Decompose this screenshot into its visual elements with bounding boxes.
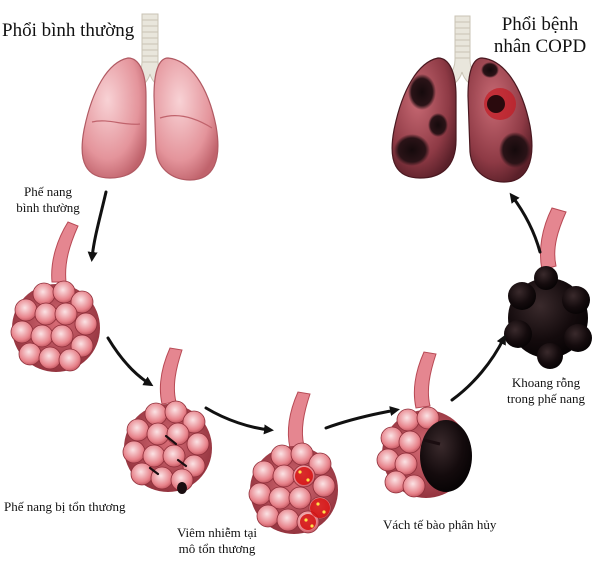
label-normal-alveolus: Phế nang bình thường xyxy=(8,184,88,216)
label-wall-breakdown: Vách tế bào phân hủy xyxy=(383,517,497,532)
alveolus-inflamed xyxy=(248,391,338,534)
right-lung-normal xyxy=(153,57,219,181)
alveolus-hollow xyxy=(504,207,592,369)
arrow-inflamed-to-breakdown xyxy=(324,406,400,430)
alveolus-normal xyxy=(10,221,100,372)
cycle-arrows xyxy=(87,190,542,435)
label-hollow-alveolus: Khoang rỗng trong phế nang xyxy=(494,375,598,407)
title-copd-line2: nhân COPD xyxy=(493,36,587,57)
arrow-hollow-to-copd-lung xyxy=(509,192,542,254)
left-lung-normal xyxy=(81,57,147,179)
alveolus-wall-breakdown xyxy=(376,351,472,498)
copd-lungs xyxy=(391,15,533,183)
arrow-lung-to-normal xyxy=(87,190,108,262)
label-normal-line1: Phế nang xyxy=(23,184,73,199)
label-inflamed-line1: Viêm nhiễm tại xyxy=(176,525,258,540)
label-hollow-line2: trong phế nang xyxy=(507,391,585,406)
alveolus-damaged xyxy=(122,347,212,494)
normal-lungs xyxy=(81,13,219,181)
arrow-damaged-to-inflamed xyxy=(204,406,274,435)
label-inflamed-alveolus: Viêm nhiễm tại mô tổn thương xyxy=(162,525,272,557)
label-hollow-line1: Khoang rỗng xyxy=(511,375,581,390)
label-damaged-alveolus: Phế nang bị tổn thương xyxy=(4,499,126,514)
title-copd-line1: Phổi bệnh xyxy=(501,14,579,35)
arrow-normal-to-damaged xyxy=(106,336,154,387)
label-normal-line2: bình thường xyxy=(16,200,80,215)
arrow-breakdown-to-hollow xyxy=(450,334,506,402)
label-inflamed-line2: mô tổn thương xyxy=(178,541,256,556)
title-copd-lung: Phổi bệnh nhân COPD xyxy=(482,14,598,58)
title-normal-lung: Phổi bình thường xyxy=(2,20,135,41)
